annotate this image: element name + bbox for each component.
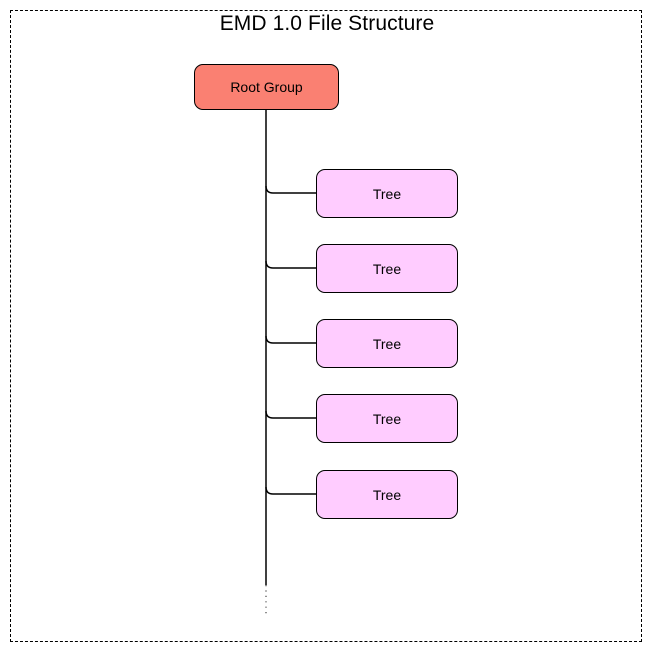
node-tree-5-label: Tree <box>372 486 402 503</box>
node-tree-4-label: Tree <box>372 410 402 427</box>
node-tree-2[interactable]: Tree <box>316 244 458 293</box>
connector-root-to-tree-4 <box>265 410 316 419</box>
node-tree-3-label: Tree <box>372 335 402 352</box>
connector-root-to-tree-2 <box>265 260 316 269</box>
node-tree-1-label: Tree <box>372 185 402 202</box>
node-tree-4[interactable]: Tree <box>316 394 458 443</box>
connector-root-to-tree-5 <box>265 486 316 495</box>
connector-root-to-tree-1 <box>265 185 316 194</box>
node-tree-3[interactable]: Tree <box>316 319 458 368</box>
node-root-group-label: Root Group <box>230 79 303 95</box>
node-root-group[interactable]: Root Group <box>194 64 339 110</box>
diagram-title: EMD 1.0 File Structure <box>219 12 435 35</box>
node-tree-1[interactable]: Tree <box>316 169 458 218</box>
node-tree-5[interactable]: Tree <box>316 470 458 519</box>
connector-root-to-tree-3 <box>265 335 316 344</box>
node-tree-2-label: Tree <box>372 260 402 277</box>
